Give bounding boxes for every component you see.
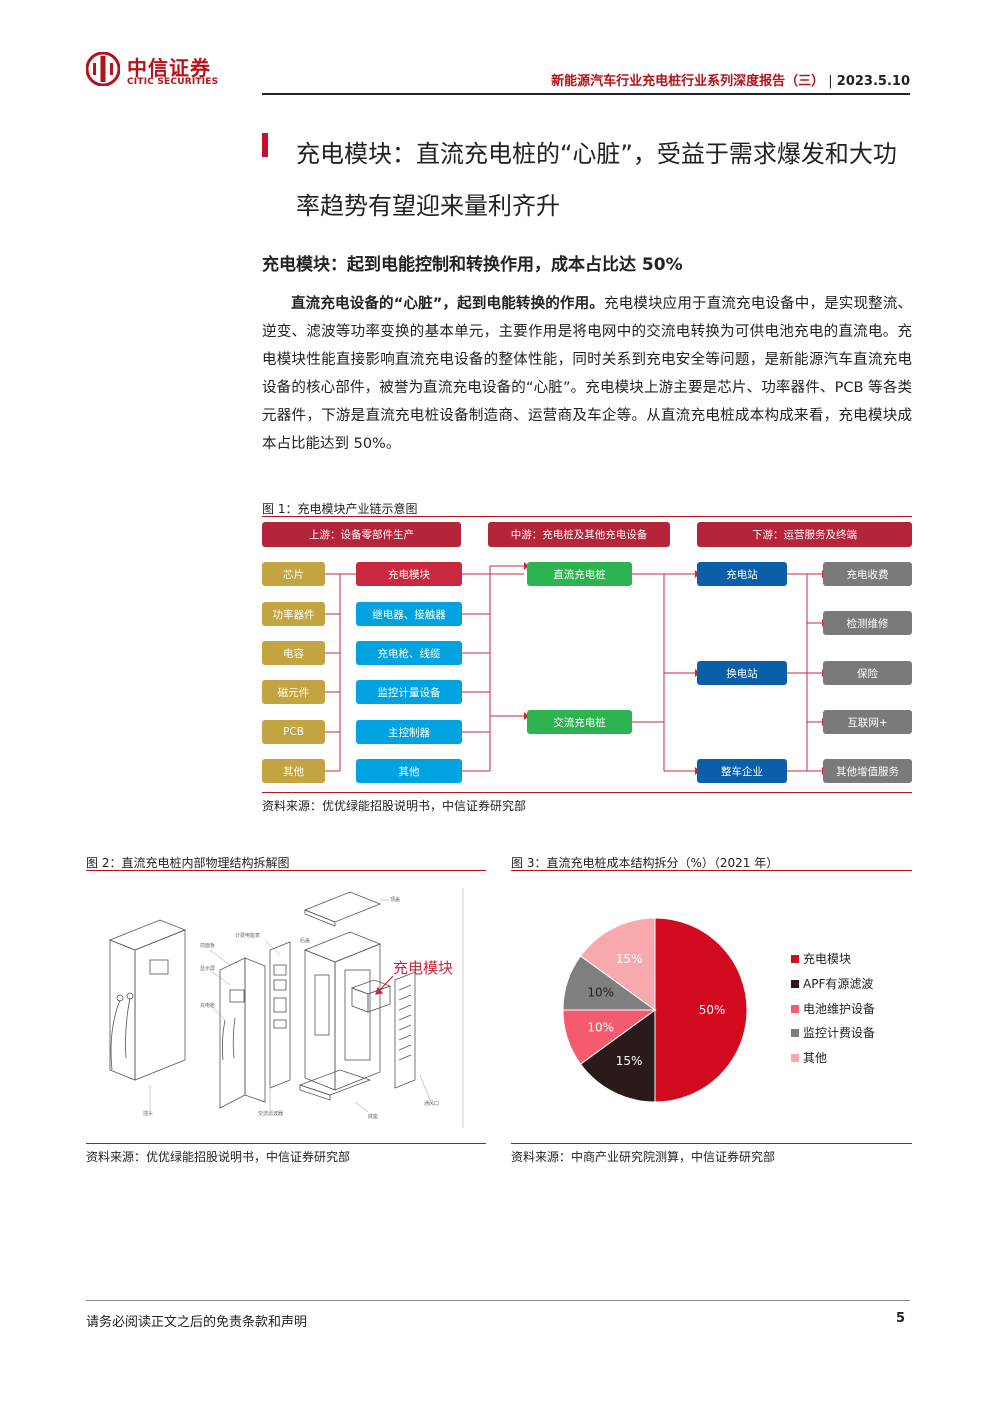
chain-header-upstream: 上游：设备零部件生产 (262, 522, 461, 547)
page-number: 5 (896, 1311, 906, 1326)
chain-node-value-added: 其他增值服务 (823, 759, 912, 783)
chain-node-repair: 检测维修 (823, 611, 912, 635)
fig2-label-display: 显示屏 (200, 966, 216, 972)
fig2-label-vent: 通风口 (424, 1101, 440, 1107)
chain-node-dc-pile: 直流充电桩 (527, 562, 632, 586)
chain-node-pcb: PCB (262, 720, 325, 744)
pie-label-4: 15% (616, 952, 643, 966)
chain-node-insurance: 保险 (823, 661, 912, 685)
legend-swatch-4 (791, 1053, 799, 1062)
fig3-caption: 图 3：直流充电桩成本结构拆分（%）（2021 年） (511, 856, 779, 870)
chain-node-other-up: 其他 (262, 759, 325, 783)
chain-node-charging-station: 充电站 (697, 562, 787, 586)
pie-slice-0 (654, 917, 748, 1103)
legend-swatch-0 (791, 954, 799, 963)
fig2-highlight-label: 充电模块 (393, 959, 454, 977)
fig2-label-plug: 插头 (143, 1111, 154, 1117)
pie-label-1: 15% (616, 1054, 643, 1068)
legend-swatch-3 (791, 1028, 799, 1037)
fig3-top-rule (511, 870, 912, 871)
fig3-source: 资料来源：中商产业研究院测算，中信证券研究部 (511, 1150, 776, 1164)
paragraph-lead: 直流充电设备的“心脏”，起到电能转换的作用。 (291, 296, 604, 312)
chain-node-internet: 互联网+ (823, 710, 912, 734)
fig2-label-front: 前面板 (200, 943, 216, 949)
chain-node-chip: 芯片 (262, 562, 325, 586)
fig2-bottom-rule (86, 1143, 486, 1144)
fig3-pie-chart: 50% 15% 10% 10% 15% (562, 917, 748, 1103)
chain-node-capacitor: 电容 (262, 641, 325, 665)
report-title: 新能源汽车行业充电桩行业系列深度报告（三） | 2023.5.10 (551, 74, 910, 89)
body-paragraph: 直流充电设备的“心脏”，起到电能转换的作用。充电模块应用于直流充电设备中，是实现… (262, 290, 912, 458)
legend-swatch-1 (791, 979, 799, 988)
fig2-label-back: 后盖 (300, 938, 311, 944)
chain-node-other-mid: 其他 (356, 759, 462, 783)
chain-node-power-device: 功率器件 (262, 602, 325, 626)
fig2-top-rule (86, 870, 486, 871)
logo-text-cn: 中信证券 (127, 56, 211, 80)
fig1-source: 资料来源：优优绿能招股说明书，中信证券研究部 (262, 799, 527, 813)
exploded-charger-illustration (108, 888, 464, 1128)
chain-node-magnetic: 磁元件 (262, 680, 325, 704)
legend-swatch-2 (791, 1004, 799, 1013)
logo-text-en: CITIC SECURITIES (127, 77, 219, 87)
section-marker (262, 133, 268, 157)
fig1-bottom-rule (262, 792, 912, 793)
chain-header-downstream: 下游：运营服务及终端 (697, 522, 912, 547)
section-title: 充电模块：直流充电桩的“心脏”，受益于需求爆发和大功率趋势有望迎来量利齐升 (296, 140, 897, 220)
chain-node-relay: 继电器、接触器 (356, 602, 462, 626)
subsection-title: 充电模块：起到电能控制和转换作用，成本占比达 50% (262, 255, 683, 275)
pie-label-2: 10% (587, 1021, 614, 1035)
chain-node-ac-pile: 交流充电桩 (527, 710, 632, 734)
legend-item-2: 电池维护设备 (791, 1000, 875, 1017)
chain-node-charging-module: 充电模块 (356, 562, 462, 586)
fig1-top-rule (262, 516, 912, 517)
fig1-caption: 图 1：充电模块产业链示意图 (262, 502, 418, 516)
chain-node-controller: 主控制器 (356, 720, 462, 744)
header-divider (262, 93, 910, 95)
fig2-caption: 图 2：直流充电桩内部物理结构拆解图 (86, 856, 290, 870)
chain-header-midstream: 中游：充电桩及其他充电设备 (488, 522, 670, 547)
fig2-source: 资料来源：优优绿能招股说明书，中信证券研究部 (86, 1150, 351, 1164)
chain-node-fee: 充电收费 (823, 562, 912, 586)
fig3-bottom-rule (511, 1143, 912, 1144)
chain-node-cable: 充电枪、线缆 (356, 641, 462, 665)
footer-divider (86, 1300, 910, 1301)
legend-item-0: 充电模块 (791, 950, 851, 967)
pie-slice-4 (579, 917, 656, 1011)
pie-slice-1 (579, 1009, 656, 1103)
chain-node-swap-station: 换电站 (697, 661, 787, 685)
fig2-label-top: 顶盖 (390, 897, 401, 903)
chain-node-automaker: 整车企业 (697, 759, 787, 783)
pie-label-3: 10% (587, 985, 614, 999)
legend-item-3: 监控计费设备 (791, 1024, 875, 1041)
paragraph-body: 充电模块应用于直流充电设备中，是实现整流、逆变、滤波等功率变换的基本单元，主要作… (262, 296, 913, 452)
pie-label-0: 50% (699, 1003, 726, 1017)
footer-disclaimer: 请务必阅读正文之后的免责条款和声明 (86, 1315, 308, 1330)
citic-logo-icon (86, 52, 120, 86)
legend-item-4: 其他 (791, 1049, 827, 1066)
fig2-label-meter: 计费电能表 (235, 933, 261, 939)
fig2-label-filter: 交流滤波器 (258, 1111, 284, 1117)
fig2-label-gun: 充电枪 (200, 1003, 216, 1009)
chain-node-monitor: 监控计量设备 (356, 680, 462, 704)
fig2-label-base: 底座 (368, 1114, 379, 1120)
legend-item-1: APF有源滤波 (791, 975, 873, 992)
